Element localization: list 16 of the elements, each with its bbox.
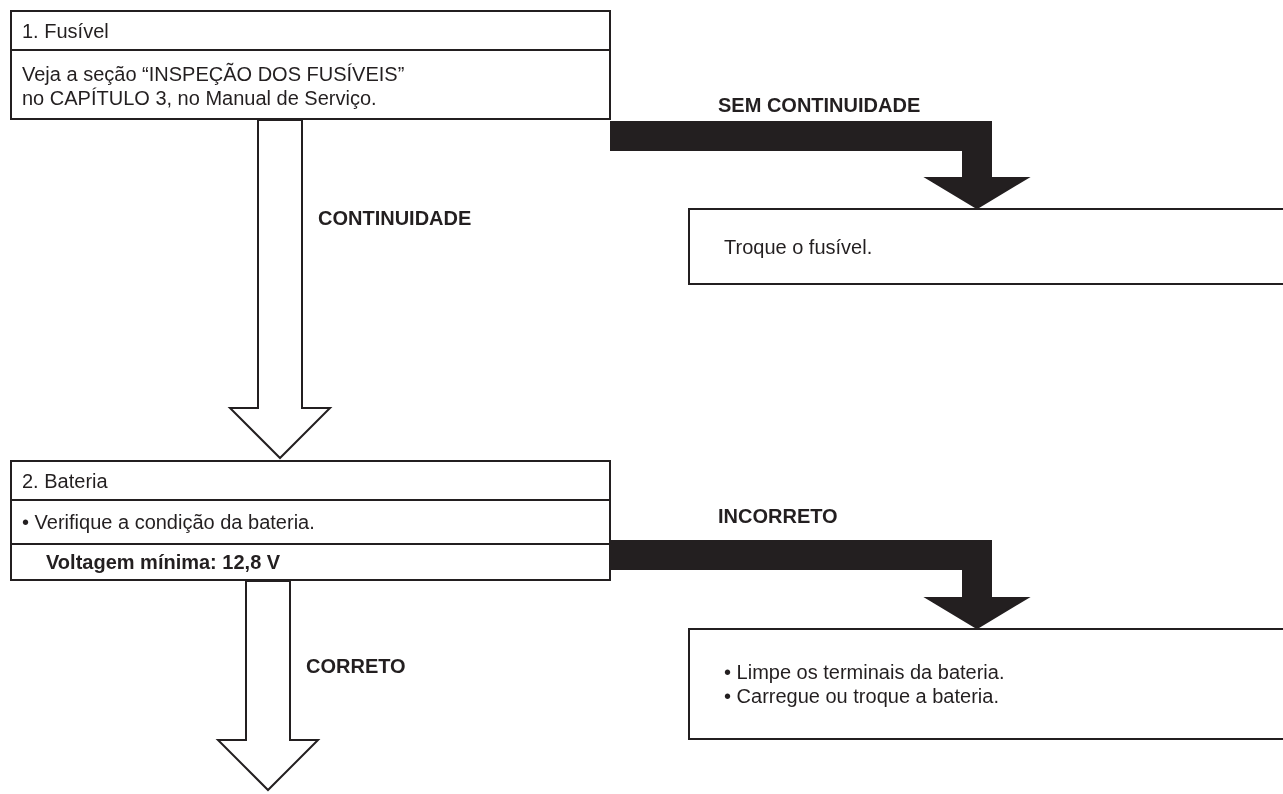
arrow bbox=[215, 580, 321, 792]
instruction-text: • Limpe os terminais da bateria. bbox=[724, 660, 1005, 684]
process-box bbox=[688, 628, 1283, 740]
process-box bbox=[10, 460, 611, 581]
arrow bbox=[610, 540, 1031, 630]
instruction-text: Voltagem mínima: 12,8 V bbox=[46, 550, 281, 574]
instruction-text: Troque o fusível. bbox=[724, 234, 873, 259]
instruction-text: • Carregue ou troque a bateria. bbox=[724, 684, 999, 708]
instruction-text: • Verifique a condição da bateria. bbox=[22, 510, 315, 534]
instruction-text: Veja a seção “INSPEÇÃO DOS FUSÍVEIS” no CAPÍTULO 3, no Manual de Serviço. bbox=[22, 61, 406, 110]
process-box bbox=[688, 208, 1283, 285]
step-heading: 1. Fusível bbox=[22, 18, 109, 43]
arrow bbox=[227, 119, 333, 460]
arrow bbox=[610, 121, 1031, 210]
process-box bbox=[10, 10, 611, 120]
step-heading: 2. Bateria bbox=[22, 468, 108, 493]
